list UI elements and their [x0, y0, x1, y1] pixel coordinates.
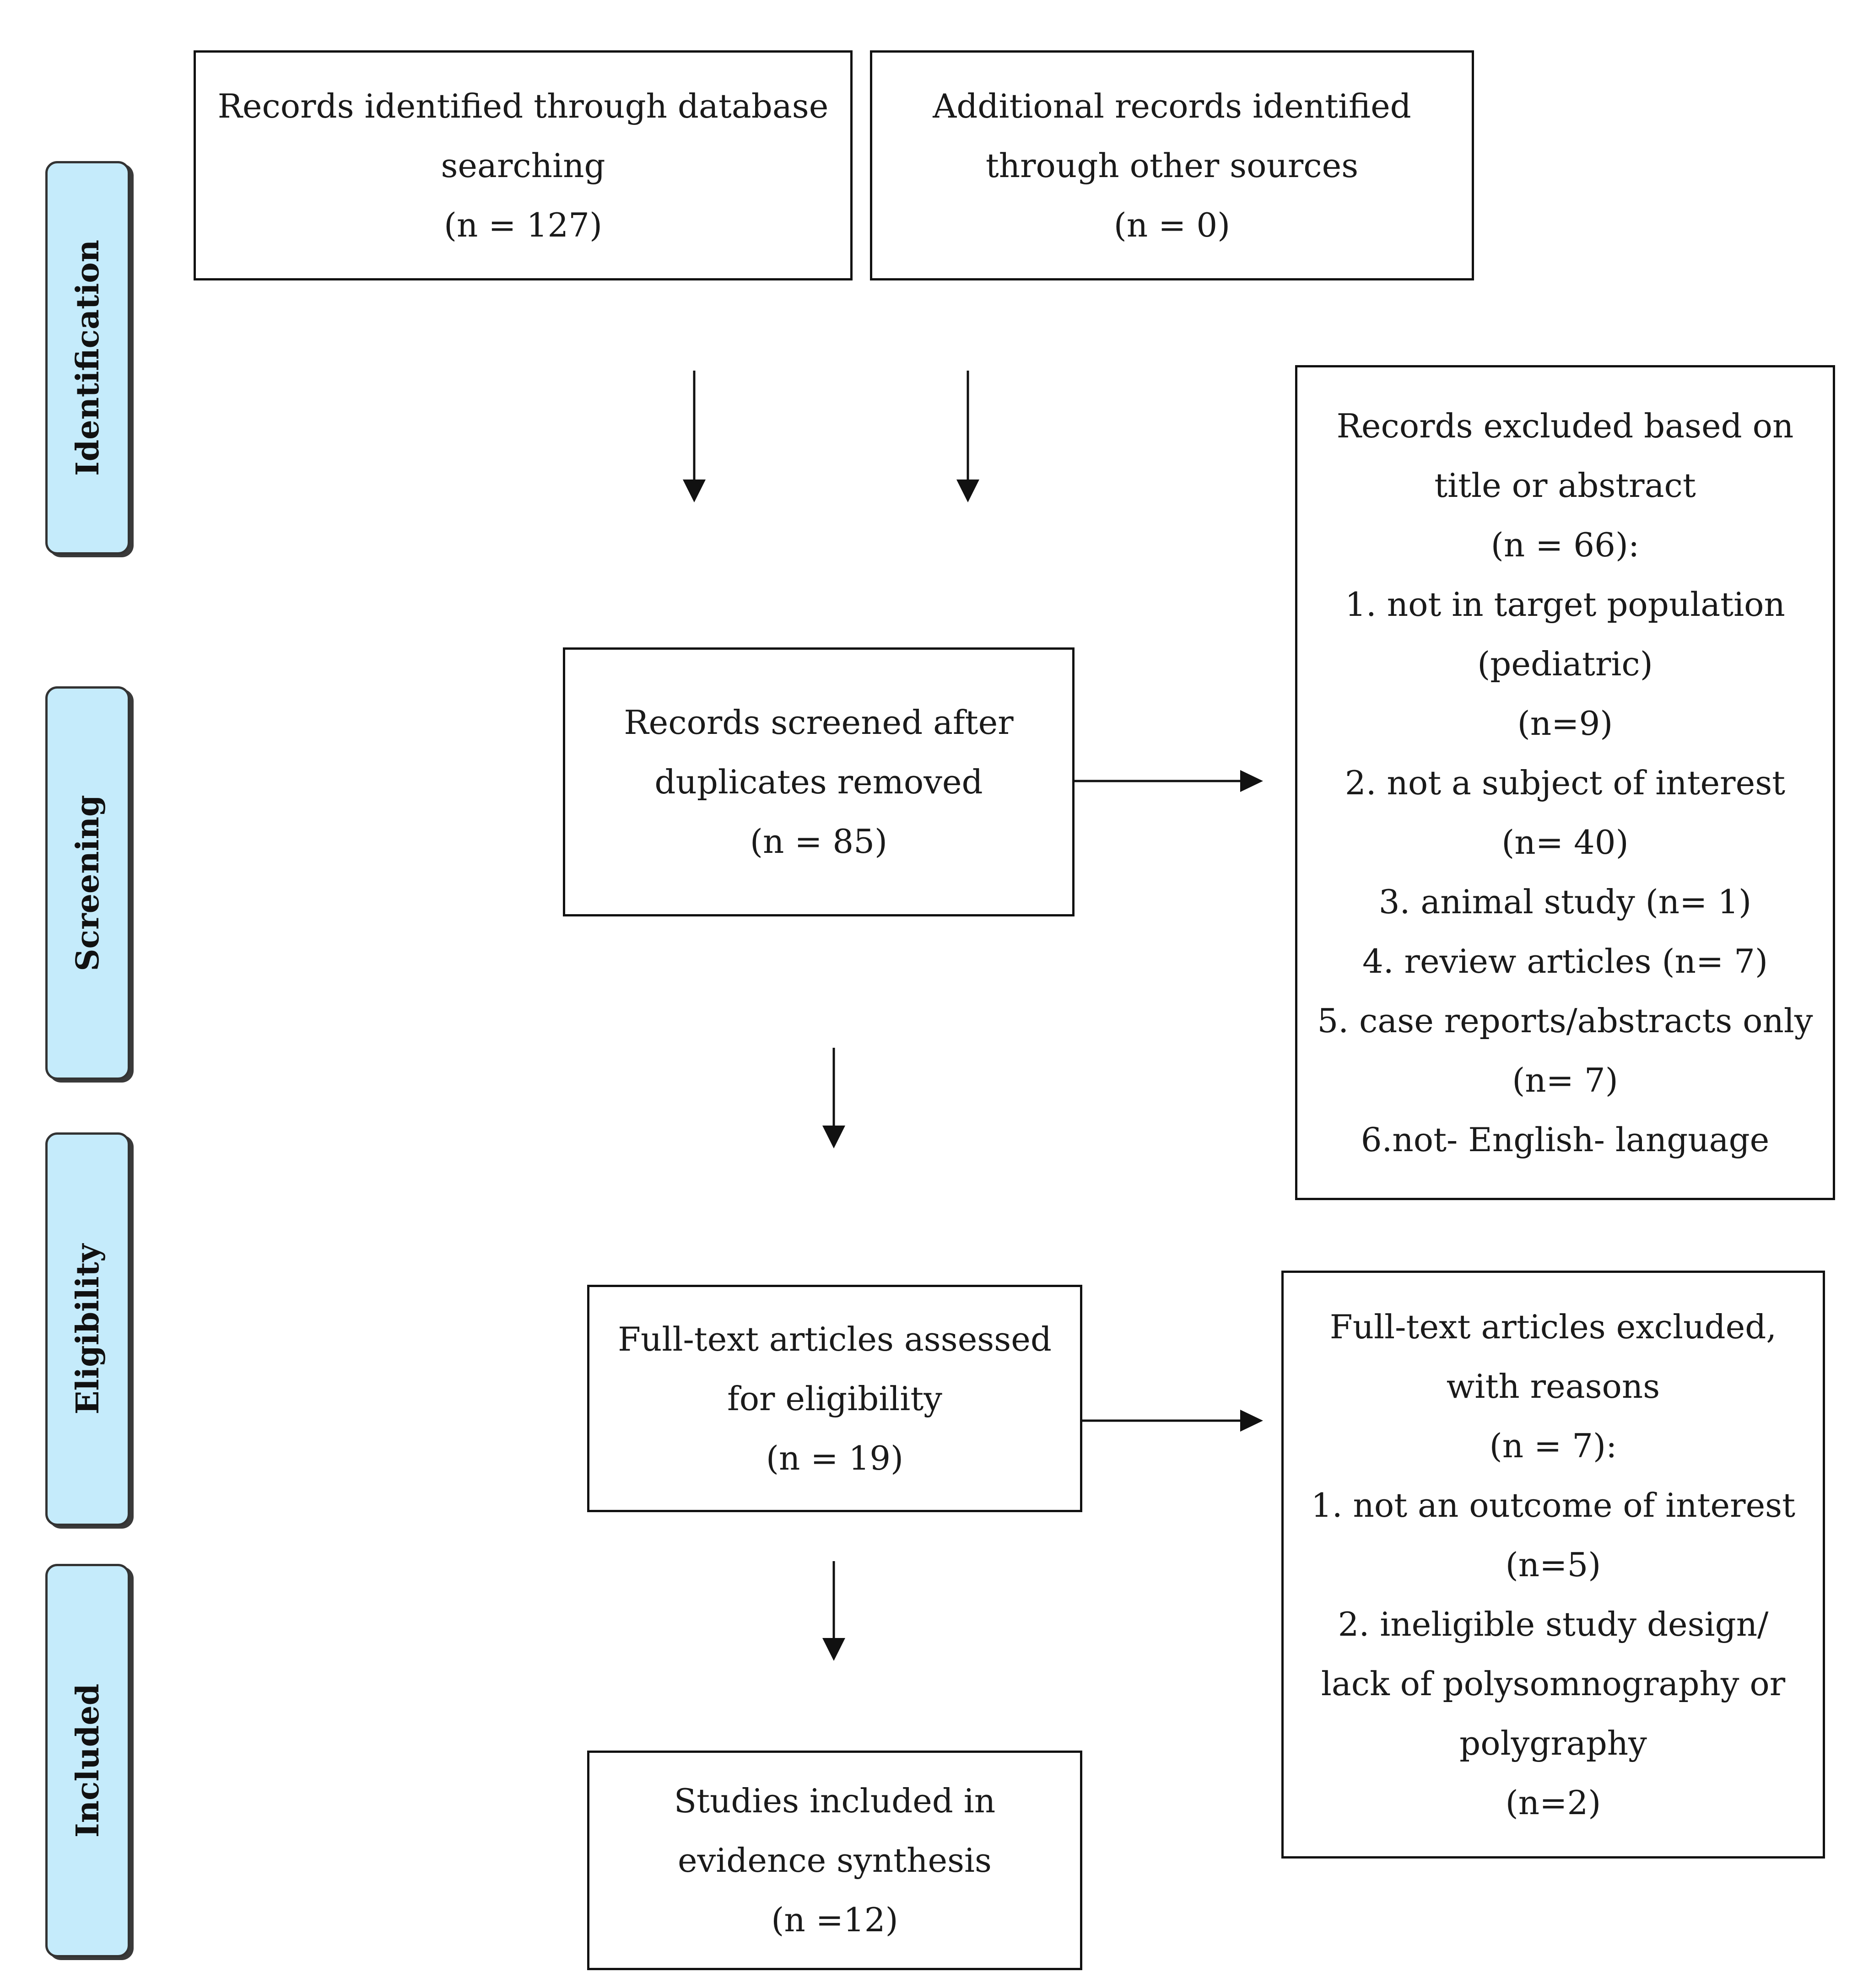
excluded-reason-3: 3. animal study (n= 1)	[1378, 882, 1752, 921]
arrow-other-sources-down-head	[956, 479, 979, 502]
fulltext-line-1: Full-text articles assessed	[618, 1320, 1052, 1358]
database-records-line-2: searching	[441, 146, 605, 185]
phase-eligibility: Eligibility	[45, 1132, 130, 1526]
fulltext-excluded-reason-2-line-2: lack of polysomnography or	[1321, 1664, 1786, 1703]
excluded-title-line-2: title or abstract	[1434, 466, 1696, 505]
arrow-fulltext-down-head	[822, 1638, 845, 1661]
fulltext-excluded-line-1: Full-text articles excluded,	[1329, 1307, 1777, 1346]
other-sources-line-1: Additional records identified	[933, 86, 1411, 125]
arrow-database-down-head	[683, 479, 706, 502]
included-count: (n =12)	[771, 1901, 898, 1939]
excluded-reason-4: 4. review articles (n= 7)	[1362, 942, 1768, 981]
screened-count: (n = 85)	[750, 822, 888, 861]
fulltext-assessed-box: Full-text articles assessed for eligibil…	[587, 1285, 1082, 1512]
fulltext-excluded-reason-2-line-3: polygraphy	[1459, 1724, 1647, 1762]
excluded-reason-1-detail: (pediatric)	[1477, 644, 1653, 683]
fulltext-excluded-box: Full-text articles excluded, with reason…	[1281, 1271, 1825, 1859]
excluded-title-abstract-box: Records excluded based on title or abstr…	[1295, 365, 1835, 1200]
excluded-title-count: (n = 66):	[1490, 525, 1640, 564]
fulltext-excluded-line-2: with reasons	[1446, 1367, 1660, 1406]
studies-included-box: Studies included in evidence synthesis (…	[587, 1751, 1082, 1970]
phase-included: Included	[45, 1564, 130, 1957]
excluded-reason-1: 1. not in target population	[1345, 585, 1785, 624]
excluded-title-line-1: Records excluded based on	[1336, 406, 1794, 445]
excluded-reason-5: 5. case reports/abstracts only	[1317, 1001, 1813, 1040]
excluded-reason-2-count: (n= 40)	[1501, 823, 1629, 862]
fulltext-excluded-reason-1: 1. not an outcome of interest	[1311, 1486, 1796, 1525]
excluded-reason-1-count: (n=9)	[1517, 704, 1613, 743]
phase-identification: Identification	[45, 161, 130, 555]
phase-screening: Screening	[45, 686, 130, 1080]
excluded-reason-6: 6.not- English- language	[1361, 1120, 1770, 1159]
screened-line-2: duplicates removed	[654, 763, 983, 801]
screened-line-1: Records screened after	[624, 703, 1014, 742]
fulltext-excluded-count: (n = 7):	[1489, 1426, 1617, 1465]
fulltext-line-2: for eligibility	[727, 1379, 942, 1418]
database-records-box: Records identified through database sear…	[194, 50, 853, 280]
arrow-screened-right-head	[1240, 770, 1263, 792]
fulltext-excluded-reason-1-count: (n=5)	[1505, 1545, 1601, 1584]
other-sources-count: (n = 0)	[1113, 205, 1231, 244]
screened-records-box: Records screened after duplicates remove…	[563, 647, 1075, 916]
excluded-reason-5-count: (n= 7)	[1512, 1061, 1618, 1099]
fulltext-excluded-reason-2: 2. ineligible study design/	[1338, 1605, 1769, 1643]
arrow-fulltext-right-head	[1240, 1410, 1263, 1432]
other-sources-line-2: through other sources	[985, 146, 1359, 185]
fulltext-count: (n = 19)	[766, 1438, 904, 1477]
included-line-1: Studies included in	[674, 1782, 996, 1820]
excluded-reason-2: 2. not a subject of interest	[1345, 763, 1786, 802]
database-records-count: (n = 127)	[443, 205, 603, 244]
fulltext-excluded-reason-2-count: (n=2)	[1505, 1783, 1601, 1822]
arrow-screened-down-head	[822, 1126, 845, 1148]
database-records-line-1: Records identified through database	[217, 86, 829, 125]
other-sources-box: Additional records identified through ot…	[870, 50, 1474, 280]
included-line-2: evidence synthesis	[677, 1841, 992, 1880]
